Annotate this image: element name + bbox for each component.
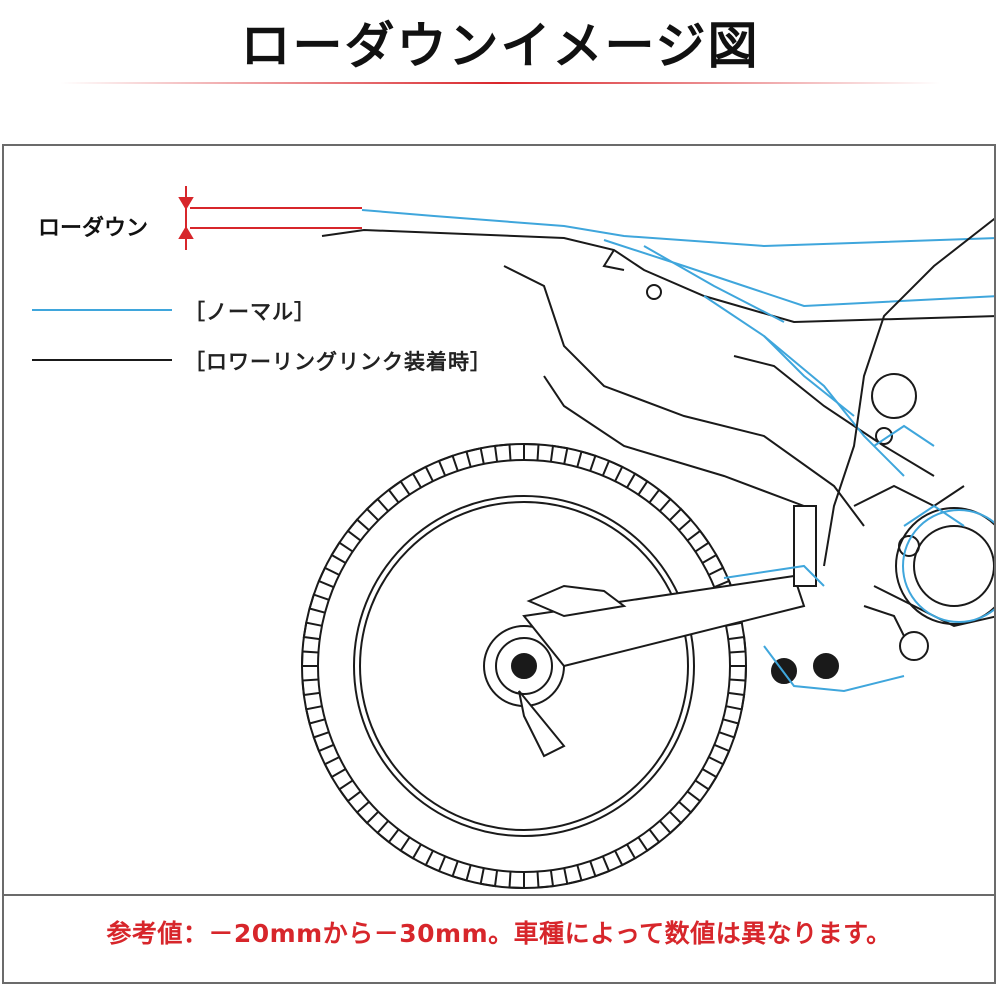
tire-knob <box>479 867 499 888</box>
tire-knob <box>300 650 319 667</box>
tire-knob <box>302 621 323 641</box>
tire-knob <box>437 454 459 477</box>
tire-knob <box>589 855 611 878</box>
tire-knob <box>451 860 472 882</box>
tire-knob <box>365 497 389 522</box>
tire-knob <box>701 553 725 576</box>
rear-fender-lowered <box>321 228 994 527</box>
tire-knob <box>346 518 370 542</box>
tire-knob <box>330 541 354 564</box>
tire-knob <box>549 444 569 465</box>
swingarm-lowered <box>522 505 817 668</box>
tire-knob <box>536 870 555 889</box>
tire-knob <box>376 820 400 844</box>
rear-tire <box>300 442 748 890</box>
tire-knob <box>601 459 624 482</box>
tire-knob <box>614 843 637 867</box>
motorcycle-illustration <box>32 186 994 890</box>
legend-normal-label: ［ノーマル］ <box>184 300 316 324</box>
tire-knob <box>648 488 672 512</box>
tire-knob <box>387 479 411 504</box>
tire-knob <box>308 593 330 614</box>
tire-knob <box>523 442 540 461</box>
tire-knob <box>312 731 335 753</box>
tire-knob <box>323 756 347 779</box>
tire-knob <box>563 864 583 885</box>
tire-knob <box>708 743 731 766</box>
tire-knob <box>659 810 683 835</box>
tire-knob <box>399 836 422 860</box>
lowdown-label: ローダウン <box>38 216 149 241</box>
title-divider <box>60 82 940 84</box>
frame-engine-normal <box>763 424 994 693</box>
tire-knob <box>718 718 740 739</box>
wheel-hub <box>483 625 566 758</box>
diagram-panel: ローダウン ［ノーマル］ ［ロワーリングリンク装着時］ 参考値：－20mmから－… <box>2 144 996 984</box>
tire-knob <box>465 447 485 468</box>
page-title: ローダウンイメージ図 <box>240 17 760 75</box>
tire-knob <box>424 850 447 873</box>
tire-knob <box>355 801 380 825</box>
tire-knob <box>637 828 661 853</box>
tire-knob <box>626 472 649 496</box>
tire-knob <box>317 566 340 589</box>
rear-fender-normal <box>361 209 994 477</box>
legend-lowering-label: ［ロワーリングリンク装着時］ <box>184 350 492 374</box>
tire-knob <box>668 507 693 531</box>
tire-knob <box>725 691 746 711</box>
tire-knob <box>694 768 718 791</box>
tire-knob <box>508 871 525 890</box>
tire-knob <box>305 705 326 725</box>
reference-note: 参考値：－20mmから－30mm。車種によって数値は異なります。 <box>106 919 892 948</box>
tire-knob <box>411 465 434 489</box>
tire-knob <box>576 450 597 472</box>
tire-knob <box>686 529 711 553</box>
swingarm-normal <box>723 564 825 587</box>
tire-knob <box>678 790 702 814</box>
tire-knob <box>729 665 748 682</box>
tire-knob <box>728 635 747 654</box>
frame-engine <box>771 217 994 684</box>
tire-knob <box>337 779 362 803</box>
note-divider <box>4 894 994 896</box>
lowdown-dimension <box>178 186 362 250</box>
tire-knob <box>493 443 512 462</box>
tire-knob <box>301 678 320 697</box>
